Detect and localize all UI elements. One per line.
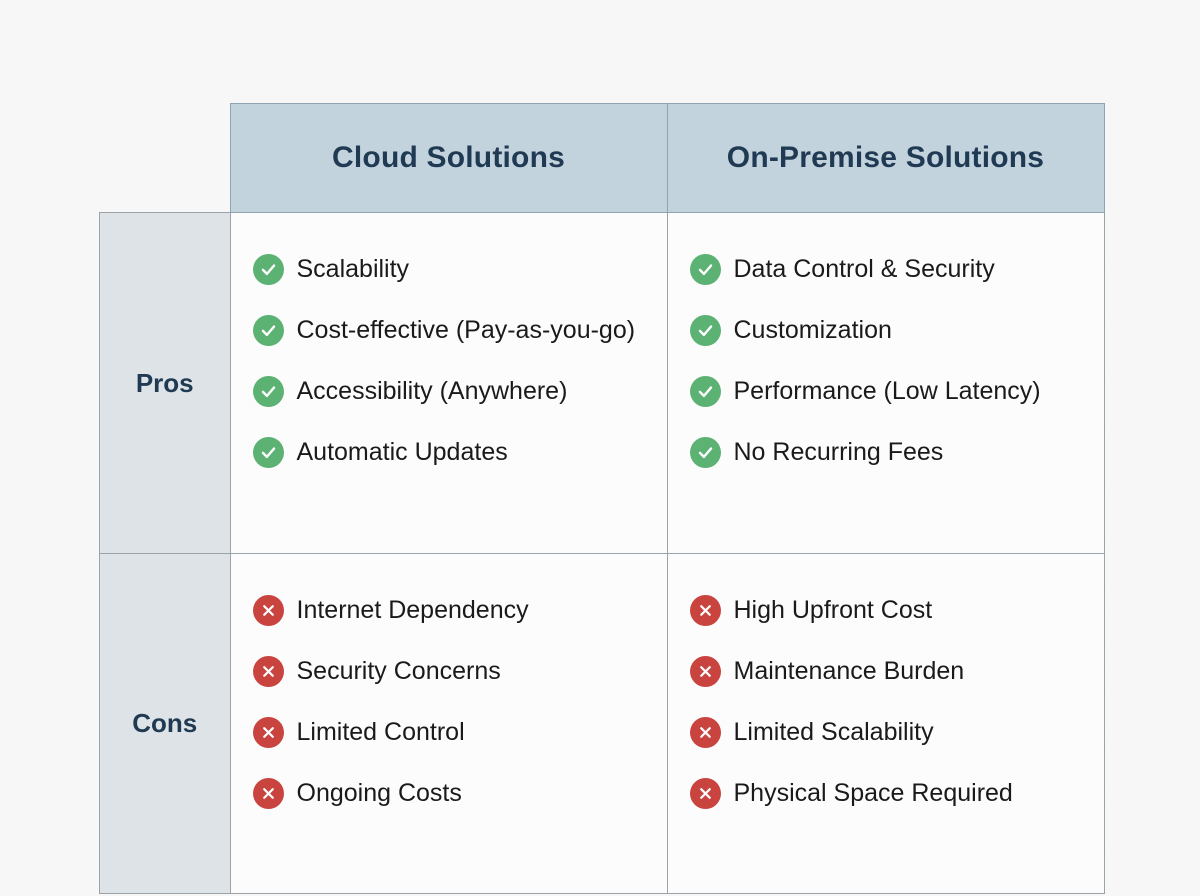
x-circle-icon <box>252 717 284 748</box>
list-item-label: Performance (Low Latency) <box>733 377 1041 405</box>
comparison-table-container: Cloud Solutions On-Premise Solutions Pro… <box>99 103 1105 894</box>
x-circle-icon <box>252 656 284 687</box>
cell-pros-cloud: Scalability Cost-effective (Pay-as-you-g… <box>229 212 668 554</box>
list-item: Automatic Updates <box>252 422 667 483</box>
x-circle-icon <box>689 778 721 809</box>
cons-on-premise-list: High Upfront Cost Maintenance Burden <box>689 580 1104 824</box>
check-circle-icon <box>252 254 284 285</box>
list-item: Data Control & Security <box>689 239 1104 300</box>
cell-cons-on-premise: High Upfront Cost Maintenance Burden <box>666 553 1105 894</box>
list-item: Customization <box>689 300 1104 361</box>
table-body: Pros Scalability <box>99 212 1105 894</box>
list-item: Performance (Low Latency) <box>689 361 1104 422</box>
check-circle-icon <box>689 315 721 346</box>
check-circle-icon <box>252 315 284 346</box>
list-item: Cost-effective (Pay-as-you-go) <box>252 300 667 361</box>
list-item-label: Limited Scalability <box>733 718 934 746</box>
list-item-label: Scalability <box>296 255 410 283</box>
column-header-on-premise: On-Premise Solutions <box>666 103 1105 213</box>
check-circle-icon <box>689 376 721 407</box>
corner-cell <box>100 104 231 213</box>
list-item: Scalability <box>252 239 667 300</box>
list-item: Security Concerns <box>252 641 667 702</box>
x-circle-icon <box>252 778 284 809</box>
check-circle-icon <box>689 437 721 468</box>
list-item-label: Accessibility (Anywhere) <box>296 377 568 405</box>
list-item-label: Customization <box>733 316 892 344</box>
list-item: High Upfront Cost <box>689 580 1104 641</box>
list-item: Limited Scalability <box>689 702 1104 763</box>
table-header: Cloud Solutions On-Premise Solutions <box>100 103 1105 213</box>
list-item: Limited Control <box>252 702 667 763</box>
column-header-cloud: Cloud Solutions <box>229 103 668 213</box>
list-item-label: High Upfront Cost <box>733 596 933 624</box>
list-item-label: Maintenance Burden <box>733 657 965 685</box>
cons-cloud-list: Internet Dependency Security Concerns <box>252 580 667 824</box>
list-item-label: No Recurring Fees <box>733 438 944 466</box>
column-header-cloud-label: Cloud Solutions <box>332 141 565 174</box>
list-item-label: Automatic Updates <box>296 438 508 466</box>
list-item-label: Ongoing Costs <box>296 779 462 807</box>
list-item-label: Cost-effective (Pay-as-you-go) <box>296 316 636 344</box>
row-header-pros: Pros <box>99 212 231 554</box>
list-item-label: Data Control & Security <box>733 255 995 283</box>
list-item: Ongoing Costs <box>252 763 667 824</box>
x-circle-icon <box>252 595 284 626</box>
list-item-label: Limited Control <box>296 718 465 746</box>
table-row-pros: Pros Scalability <box>99 212 1105 554</box>
check-circle-icon <box>252 376 284 407</box>
cell-cons-cloud: Internet Dependency Security Concerns <box>229 553 668 894</box>
list-item: Physical Space Required <box>689 763 1104 824</box>
column-header-on-premise-label: On-Premise Solutions <box>726 141 1045 174</box>
pros-on-premise-list: Data Control & Security Customization <box>689 239 1104 483</box>
list-item: Accessibility (Anywhere) <box>252 361 667 422</box>
list-item: No Recurring Fees <box>689 422 1104 483</box>
list-item-label: Physical Space Required <box>733 779 1013 807</box>
pros-cloud-list: Scalability Cost-effective (Pay-as-you-g… <box>252 239 667 483</box>
row-header-cons-label: Cons <box>132 708 198 738</box>
list-item-label: Security Concerns <box>296 657 501 685</box>
check-circle-icon <box>252 437 284 468</box>
list-item-label: Internet Dependency <box>296 596 529 624</box>
list-item: Maintenance Burden <box>689 641 1104 702</box>
x-circle-icon <box>689 595 721 626</box>
header-row: Cloud Solutions On-Premise Solutions <box>100 103 1105 213</box>
check-circle-icon <box>689 254 721 285</box>
comparison-table: Cloud Solutions On-Premise Solutions Pro… <box>99 103 1105 894</box>
cell-pros-on-premise: Data Control & Security Customization <box>666 212 1105 554</box>
x-circle-icon <box>689 656 721 687</box>
row-header-cons: Cons <box>99 553 231 894</box>
table-row-cons: Cons Internet Dependency <box>99 553 1105 894</box>
row-header-pros-label: Pros <box>135 367 194 398</box>
list-item: Internet Dependency <box>252 580 667 641</box>
x-circle-icon <box>689 717 721 748</box>
